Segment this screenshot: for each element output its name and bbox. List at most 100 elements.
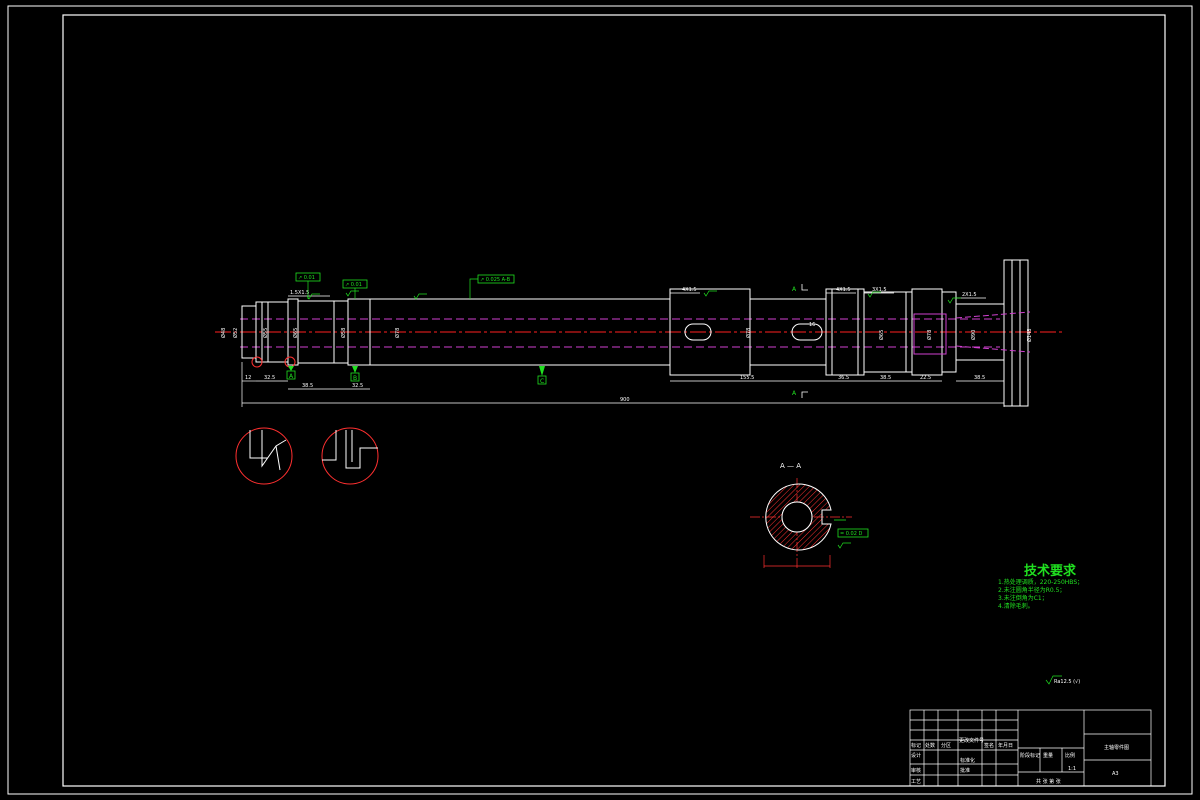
tb-row-design: 设计 bbox=[911, 752, 921, 759]
keyway-slot-2 bbox=[791, 323, 823, 341]
requirement-item-4: 4.清除毛刺。 bbox=[998, 602, 1034, 610]
chamfer-dim-4: 3X1.5 bbox=[872, 287, 887, 293]
requirement-item-3: 3.未注倒角为C1； bbox=[998, 594, 1048, 602]
title-block bbox=[909, 709, 1152, 787]
diam-label-10: Ø90 bbox=[970, 330, 977, 340]
section-cut-marks: A A bbox=[792, 284, 808, 398]
overall-length-dim: 900 bbox=[620, 397, 630, 403]
roughness-symbols bbox=[306, 290, 961, 304]
diam-label-6: Ø78 bbox=[394, 328, 401, 338]
tb-col-count: 处数 bbox=[925, 742, 935, 749]
tb-col-mark: 标记 bbox=[911, 742, 921, 749]
tb-drawing-name: 主轴零件图 bbox=[1104, 744, 1129, 751]
dim-seg-5: 155.5 bbox=[740, 375, 754, 381]
tolerance-text-3: ↗ 0.025 A-B bbox=[480, 277, 511, 283]
dim-seg-3: 38.5 bbox=[302, 383, 313, 389]
roughness-symbol-3 bbox=[413, 293, 427, 300]
internal-recess bbox=[913, 313, 947, 355]
tolerance-text-1: ↗ 0.01 bbox=[298, 275, 315, 281]
tb-row-craft: 工艺 bbox=[911, 779, 921, 785]
section-bore bbox=[781, 501, 813, 533]
tb-ratio: 比例 bbox=[1065, 752, 1075, 759]
dim-seg-1: 12 bbox=[245, 375, 251, 381]
requirements-title: 技术要求 bbox=[1024, 563, 1077, 579]
requirement-item-2: 2.未注圆角半径为R0.5； bbox=[998, 586, 1065, 594]
detail-circle-2 bbox=[321, 427, 379, 485]
dimension-texts: 900 12 32.5 38.5 32.5 155.5 36.5 38.5 22… bbox=[245, 287, 985, 403]
diam-label-8: Ø65 bbox=[878, 330, 885, 340]
datum-label-b: B bbox=[353, 375, 357, 382]
section-tolerance-frame bbox=[837, 528, 869, 538]
tolerance-frames: ↗ 0.01 ↗ 0.01 ↗ 0.025 A-B bbox=[295, 272, 515, 299]
diam-label-4: Ø65 bbox=[292, 328, 299, 338]
tb-row-standard: 标准化 bbox=[960, 757, 975, 764]
section-cut-arrow-top bbox=[801, 284, 808, 291]
detail-circle-1 bbox=[235, 427, 293, 485]
inner-drawing-frame bbox=[62, 14, 1166, 787]
section-cut-label-bottom: A bbox=[792, 390, 797, 397]
diam-label-7: Ø78 bbox=[745, 328, 752, 338]
tb-row-check: 审核 bbox=[911, 767, 921, 774]
detail-1-profile-c bbox=[275, 445, 281, 471]
roughness-note-text: Ra12.5 (√) bbox=[1054, 679, 1080, 685]
chamfer-dim-5: 2X1.5 bbox=[962, 292, 977, 298]
tb-sheet-info: 共 张 第 张 bbox=[1036, 778, 1061, 785]
tolerance-leader-3 bbox=[469, 278, 478, 299]
roughness-symbol-1 bbox=[306, 293, 320, 300]
taper-bore-bottom bbox=[955, 345, 1031, 353]
taper-bore-top bbox=[955, 311, 1031, 319]
dim-seg-4: 32.5 bbox=[352, 383, 363, 389]
detail-2-profile-b bbox=[345, 430, 378, 469]
diam-label-11: Ø148 bbox=[1026, 329, 1033, 342]
datum-markers: A B C bbox=[286, 366, 547, 385]
outer-sheet-border bbox=[7, 5, 1193, 795]
tb-col-zone: 分区 bbox=[941, 742, 951, 749]
datum-label-a: A bbox=[289, 373, 294, 380]
chamfer-dim-1: 1.5X1.5 bbox=[290, 290, 309, 296]
roughness-symbol-4 bbox=[703, 290, 717, 297]
tb-col-change: 更改文件号 bbox=[959, 737, 984, 744]
tolerance-text-2: ↗ 0.01 bbox=[345, 282, 362, 288]
roughness-symbol-6 bbox=[947, 297, 961, 304]
detail-1-profile-a bbox=[249, 430, 268, 459]
detail-2-profile-a bbox=[322, 430, 337, 461]
dimension-lines bbox=[241, 292, 1005, 407]
requirement-item-1: 1.热处理调质，220-250HBS； bbox=[998, 578, 1083, 586]
datum-triangle-b bbox=[352, 366, 358, 373]
diam-label-2: Ø52 bbox=[232, 328, 239, 338]
section-cut-label-top: A bbox=[792, 286, 797, 293]
section-roughness-symbol bbox=[837, 542, 851, 549]
general-roughness-symbol bbox=[1045, 675, 1062, 685]
detail-view-2 bbox=[321, 427, 379, 485]
diam-label-1: Ø48 bbox=[220, 328, 227, 338]
roughness-symbol-5 bbox=[867, 291, 881, 298]
section-view-a-a: A — A = 0.02 D bbox=[750, 462, 869, 570]
keyway-slot-1 bbox=[684, 323, 712, 341]
key-width-dim: 16 bbox=[809, 322, 815, 328]
dim-seg-6: 36.5 bbox=[838, 375, 849, 381]
dim-seg-9: 38.5 bbox=[974, 375, 985, 381]
section-tolerance-text: = 0.02 D bbox=[840, 531, 863, 537]
tb-row-approve: 批准 bbox=[960, 767, 970, 774]
tb-col-date: 年月日 bbox=[998, 742, 1013, 749]
tb-col-sign: 签名 bbox=[984, 742, 994, 749]
general-roughness-note: Ra12.5 (√) bbox=[1045, 675, 1080, 685]
chamfer-dim-3: 4X1.5 bbox=[836, 287, 851, 293]
detail-marker-1 bbox=[251, 356, 263, 368]
dim-seg-2: 32.5 bbox=[264, 375, 275, 381]
shaft-main-view bbox=[215, 259, 1062, 407]
dim-seg-7: 38.5 bbox=[880, 375, 891, 381]
section-cut-arrow-bottom bbox=[801, 391, 808, 398]
datum-label-c: C bbox=[540, 378, 544, 385]
diam-label-9: Ø78 bbox=[926, 330, 933, 340]
diam-label-3: Ø55 bbox=[262, 328, 269, 338]
tb-weight: 重量 bbox=[1043, 752, 1053, 759]
dim-seg-8: 22.5 bbox=[920, 375, 931, 381]
diameter-labels: Ø48 Ø52 Ø55 Ø65 Ø58 Ø78 Ø78 Ø65 Ø78 Ø90 … bbox=[220, 328, 1033, 342]
datum-triangle-a bbox=[288, 366, 294, 371]
datum-triangle-c bbox=[539, 366, 545, 376]
title-block-frame bbox=[909, 709, 1152, 787]
tb-scale: 1:1 bbox=[1068, 766, 1076, 772]
title-block-texts: 标记 处数 分区 更改文件号 签名 年月日 设计 标准化 审核 批准 工艺 阶段… bbox=[911, 737, 1129, 785]
